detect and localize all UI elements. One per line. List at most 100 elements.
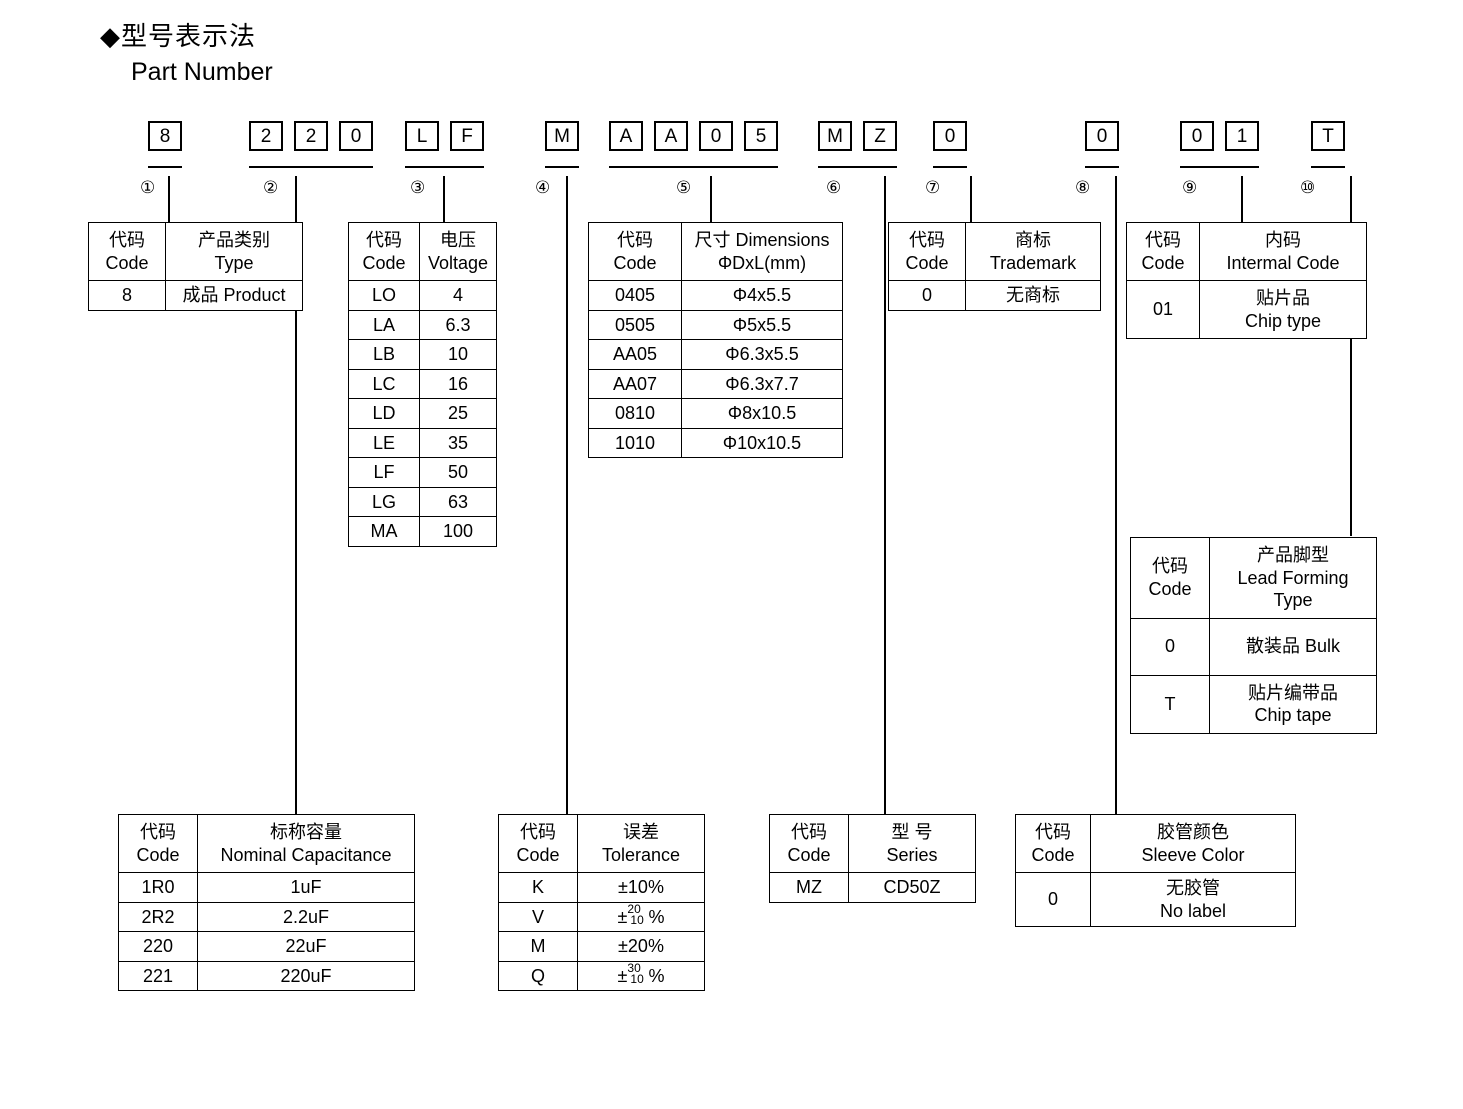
voltage-code-cell: MA (348, 516, 420, 547)
voltage-code-cell: LF (348, 457, 420, 488)
pn-char: T (1311, 121, 1345, 151)
capacitance-code-cell: 2R2 (118, 901, 198, 932)
series-code-cell: MZ (769, 872, 849, 903)
group-underline (1311, 166, 1345, 168)
type-value-header: 产品类别 Type (165, 222, 303, 281)
connector-line-5 (710, 176, 712, 222)
pn-char: L (405, 121, 439, 151)
title-cn-text: 型号表示法 (121, 21, 257, 51)
table-row: MZ CD50Z (769, 872, 976, 903)
voltage-value-cell: 100 (418, 516, 498, 547)
diamond-bullet-icon: ◆ (100, 21, 121, 51)
connector-line-10 (1350, 176, 1352, 536)
table-row: 01 贴片品 Chip type (1126, 280, 1367, 339)
dimensions-code-cell: 0405 (588, 280, 682, 311)
tolerance-value-cell: ±20% (577, 931, 705, 962)
table-type: 代码 Code 产品类别 Type 8 成品 Product (88, 222, 303, 311)
pn-char: 0 (1180, 121, 1214, 151)
pn-char: M (545, 121, 579, 151)
table-trademark: 代码 Code 商标 Trademark 0 无商标 (888, 222, 1101, 311)
internal-code-code-header: 代码 Code (1126, 222, 1200, 281)
series-value-header: 型 号 Series (848, 814, 976, 873)
group-index-4: ④ (535, 178, 551, 197)
table-row: 0 无胶管 No label (1015, 872, 1296, 927)
voltage-value-cell: 50 (418, 457, 498, 488)
pn-char: A (654, 121, 688, 151)
table-sleeve-color: 代码 Code 胶管颜色 Sleeve Color 0 无胶管 No label (1015, 814, 1296, 927)
table-lead-forming: 代码 Code 产品脚型 Lead Forming Type 0 散装品 Bul… (1130, 537, 1377, 734)
connector-line-1 (168, 176, 170, 222)
dimensions-code-cell: 1010 (588, 427, 682, 458)
lead-forming-value-cell: 贴片编带品 Chip tape (1209, 674, 1377, 734)
capacitance-code-cell: 221 (118, 960, 198, 991)
trademark-code-header: 代码 Code (888, 222, 966, 281)
voltage-code-cell: LC (348, 368, 420, 399)
pn-char: 0 (339, 121, 373, 151)
internal-code-value-header: 内码 Intermal Code (1199, 222, 1367, 281)
pn-char: 2 (249, 121, 283, 151)
dimensions-value-cell: Φ5x5.5 (681, 309, 843, 340)
voltage-code-cell: LA (348, 309, 420, 340)
group-underline (249, 166, 373, 168)
capacitance-value-cell: 22uF (197, 931, 415, 962)
group-underline (609, 166, 778, 168)
connector-line-7 (970, 176, 972, 222)
tolerance-code-header: 代码 Code (498, 814, 578, 873)
table-row: M ±20% (498, 931, 705, 962)
group-index-5: ⑤ (676, 178, 692, 197)
tolerance-code-cell: Q (498, 960, 578, 991)
voltage-code-cell: LG (348, 486, 420, 517)
tolerance-code-cell: M (498, 931, 578, 962)
capacitance-value-cell: 2.2uF (197, 901, 415, 932)
voltage-code-cell: LD (348, 398, 420, 429)
table-row: T 贴片编带品 Chip tape (1130, 674, 1377, 734)
pn-char: 5 (744, 121, 778, 151)
voltage-code-cell: LO (348, 280, 420, 311)
table-row: 8 成品 Product (88, 280, 303, 311)
sleeve-color-value-cell: 无胶管 No label (1090, 872, 1296, 927)
trademark-value-header: 商标 Trademark (965, 222, 1101, 281)
sleeve-color-value-header: 胶管颜色 Sleeve Color (1090, 814, 1296, 873)
lead-forming-value-header: 产品脚型 Lead Forming Type (1209, 537, 1377, 619)
pn-char: A (609, 121, 643, 151)
trademark-code-cell: 0 (888, 280, 966, 311)
dimensions-code-cell: AA07 (588, 368, 682, 399)
voltage-code-cell: LE (348, 427, 420, 458)
connector-line-4 (566, 176, 568, 815)
sleeve-color-code-header: 代码 Code (1015, 814, 1091, 873)
series-value-cell: CD50Z (848, 872, 976, 903)
dimensions-value-cell: Φ6.3x7.7 (681, 368, 843, 399)
page-title-cn: ◆型号表示法 (100, 16, 256, 53)
pn-char: 0 (933, 121, 967, 151)
group-index-8: ⑧ (1075, 178, 1091, 197)
voltage-value-cell: 16 (418, 368, 498, 399)
capacitance-code-cell: 220 (118, 931, 198, 962)
lead-forming-code-cell: 0 (1130, 617, 1210, 676)
table-row: K ±10% (498, 872, 705, 903)
voltage-code-header: 代码 Code (348, 222, 420, 281)
connector-line-3 (443, 176, 445, 222)
series-code-header: 代码 Code (769, 814, 849, 873)
table-series: 代码 Code 型 号 Series MZ CD50Z (769, 814, 976, 903)
dimensions-value-cell: Φ10x10.5 (681, 427, 843, 458)
pn-char: 1 (1225, 121, 1259, 151)
internal-code-value-cell: 贴片品 Chip type (1199, 280, 1367, 339)
lead-forming-value-cell: 散装品 Bulk (1209, 617, 1377, 676)
capacitance-code-header: 代码 Code (118, 814, 198, 873)
group-index-2: ② (263, 178, 279, 197)
voltage-value-cell: 25 (418, 398, 498, 429)
